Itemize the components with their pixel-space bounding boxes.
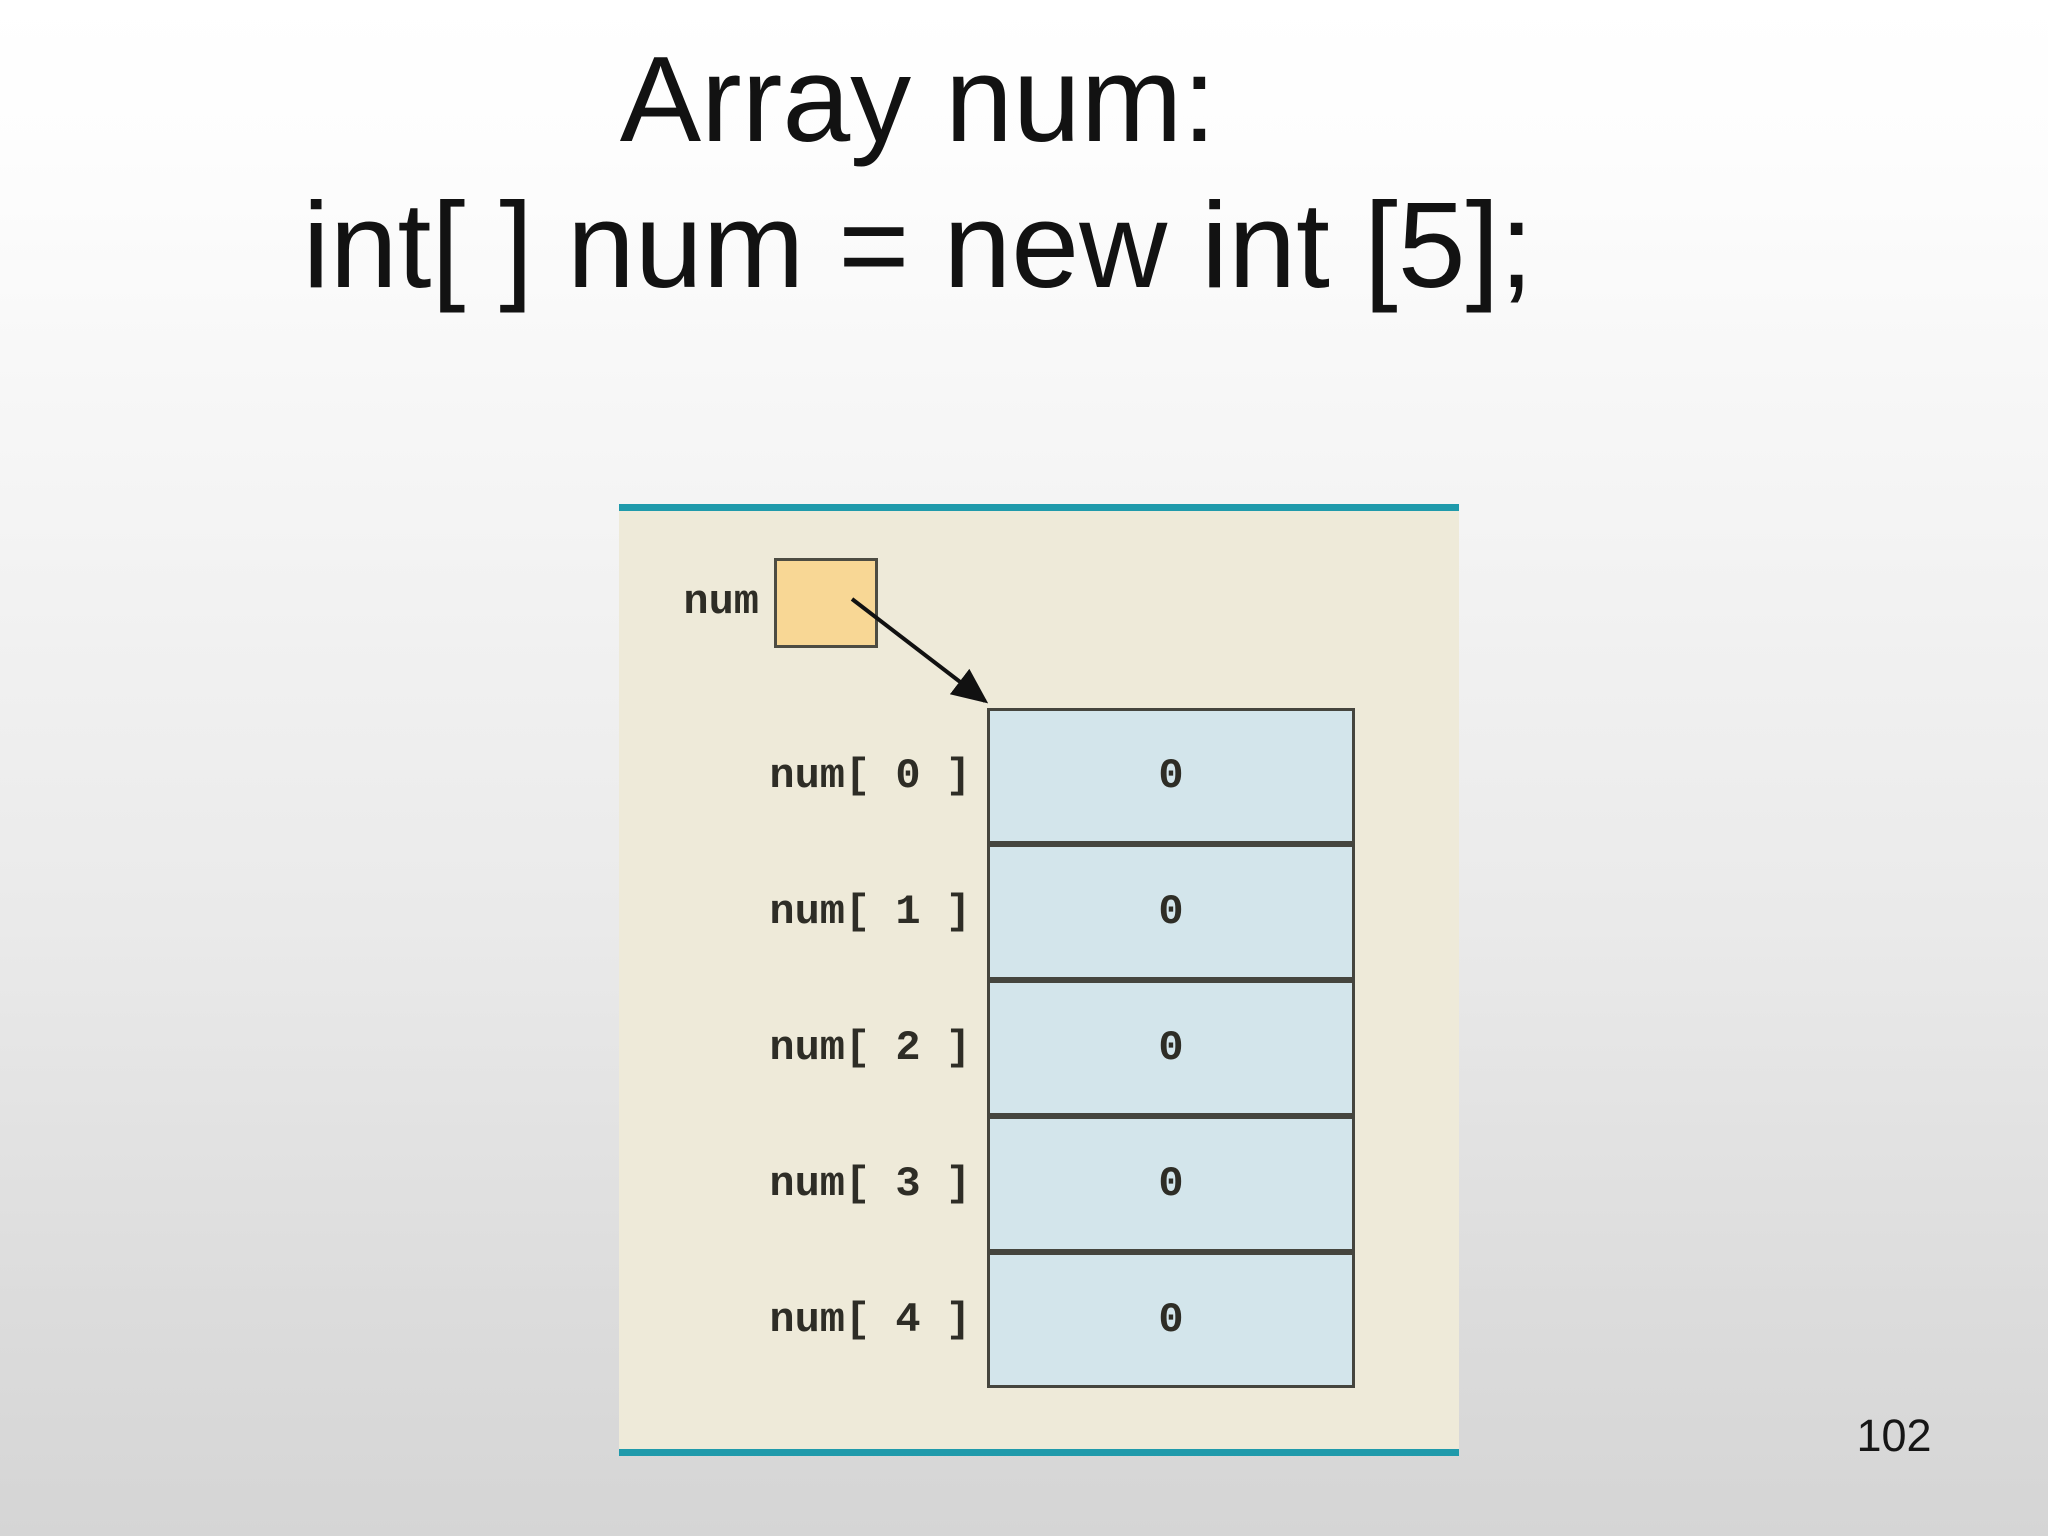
slide-title: Array num: int[ ] num = new int [5];	[68, 26, 1768, 319]
array-cells: 0 0 0 0 0	[987, 708, 1355, 1388]
array-cell-2-value: 0	[1158, 1024, 1184, 1072]
array-cell-2: 0	[987, 980, 1355, 1116]
array-index-label-4: num[ 4 ]	[769, 1296, 971, 1344]
array-index-label-2: num[ 2 ]	[769, 1024, 971, 1072]
array-cell-3: 0	[987, 1116, 1355, 1252]
title-line-2: int[ ] num = new int [5];	[302, 177, 1534, 314]
array-cell-1: 0	[987, 844, 1355, 980]
array-index-label-3: num[ 3 ]	[769, 1160, 971, 1208]
array-index-label-1: num[ 1 ]	[769, 888, 971, 936]
array-index-label-0: num[ 0 ]	[769, 752, 971, 800]
array-cell-0-value: 0	[1158, 752, 1184, 800]
reference-variable-box	[774, 558, 878, 648]
title-line-1: Array num:	[619, 31, 1217, 167]
array-cell-0: 0	[987, 708, 1355, 844]
array-cell-3-value: 0	[1158, 1160, 1184, 1208]
page-number: 102	[1856, 1410, 1932, 1461]
array-diagram-panel: num 0 0 0 0 0 num[ 0 ] num[ 1 ] num[ 2 ]…	[619, 504, 1459, 1456]
array-cell-1-value: 0	[1158, 888, 1184, 936]
array-cell-4-value: 0	[1158, 1296, 1184, 1344]
reference-variable-label: num	[683, 578, 759, 626]
array-cell-4: 0	[987, 1252, 1355, 1388]
